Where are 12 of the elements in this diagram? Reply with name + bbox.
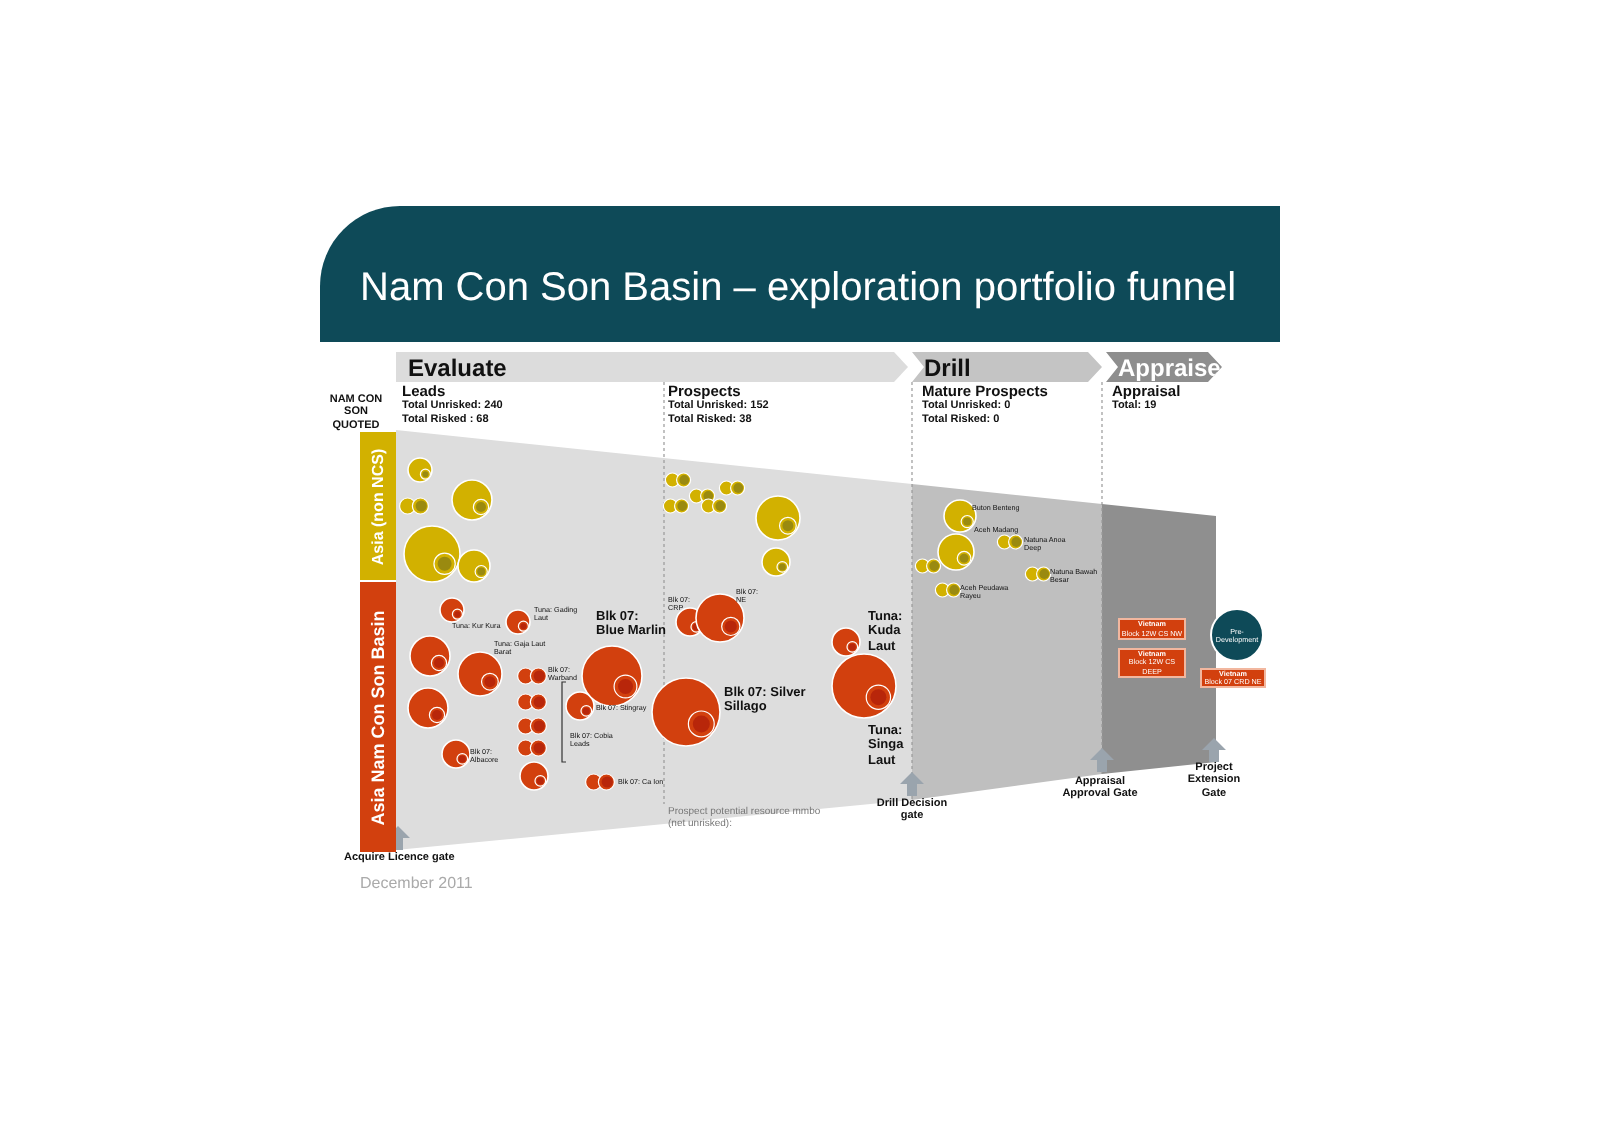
- category-label: Asia (non NCS): [369, 448, 387, 566]
- category-bar: [360, 430, 396, 582]
- label-text: December 2011: [360, 874, 475, 893]
- phase-header: Drill: [912, 352, 1102, 382]
- project-box: [1118, 648, 1186, 678]
- category-label: Asia Nam Con Son Basin: [368, 609, 388, 825]
- phase-header: Evaluate: [396, 352, 908, 382]
- project-box: [1118, 618, 1186, 640]
- phase-header: Appraise: [1106, 352, 1222, 382]
- title: Nam Con Son Basin – exploration portfolio funnel: [360, 266, 1237, 312]
- project-box: [1200, 668, 1266, 688]
- category-bar: [360, 580, 396, 852]
